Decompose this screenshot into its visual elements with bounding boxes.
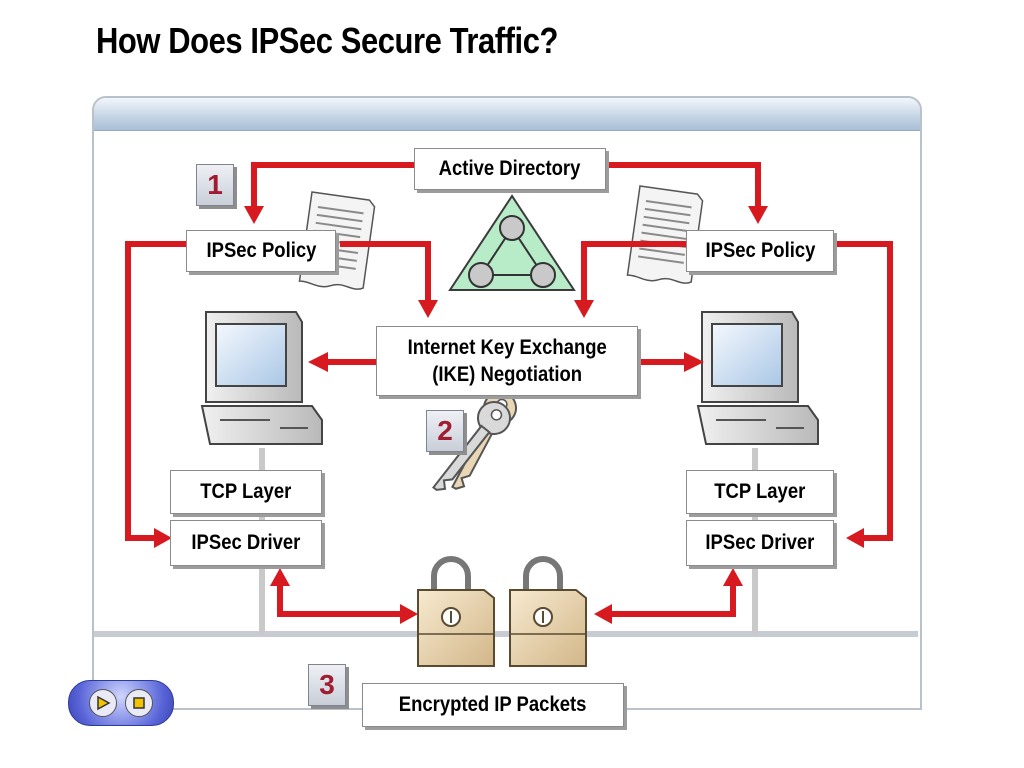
slide-title: How Does IPSec Secure Traffic?	[96, 20, 558, 61]
stop-button[interactable]	[125, 689, 153, 717]
ipsec-policy-left-box: IPSec Policy	[186, 230, 336, 272]
arrow-ad-to-left-policy	[251, 162, 414, 212]
play-icon	[97, 695, 111, 711]
ipsec-policy-right-box: IPSec Policy	[686, 230, 834, 272]
ipsec-policy-right-label: IPSec Policy	[705, 239, 815, 263]
arrow-right-policy-to-ike	[581, 241, 686, 306]
ike-line2: (IKE) Negotiation	[432, 363, 582, 386]
tcp-layer-left-label: TCP Layer	[200, 480, 292, 504]
tcp-layer-right-box: TCP Layer	[686, 470, 834, 514]
padlock-icon	[417, 556, 495, 667]
arrow-left-policy-to-ike	[340, 241, 431, 306]
step-3-badge: 3	[308, 664, 346, 706]
active-directory-label: Active Directory	[439, 157, 581, 181]
tcp-layer-left-box: TCP Layer	[170, 470, 322, 514]
flow-arrows	[125, 162, 893, 617]
ipsec-driver-left-label: IPSec Driver	[191, 531, 301, 555]
ipsec-policy-left-label: IPSec Policy	[206, 239, 316, 263]
arrow-right-policy-to-driver	[836, 241, 893, 541]
arrow-ad-to-right-policy	[608, 162, 761, 212]
computer-icon	[200, 311, 323, 445]
panel-header-bar	[94, 98, 920, 131]
active-directory-box: Active Directory	[414, 148, 606, 190]
arrow-right-driver-to-locks	[608, 582, 736, 617]
encrypted-packets-label: Encrypted IP Packets	[399, 693, 587, 717]
ike-negotiation-box: Internet Key Exchange (IKE) Negotiation	[376, 326, 638, 396]
step-2-badge: 2	[426, 410, 464, 452]
ike-line1: Internet Key Exchange	[407, 335, 607, 359]
arrow-left-policy-to-driver	[125, 241, 186, 541]
encrypted-packets-box: Encrypted IP Packets	[362, 683, 624, 727]
ipsec-driver-right-label: IPSec Driver	[705, 531, 815, 555]
arrowheads	[154, 206, 864, 624]
step-1-badge: 1	[196, 164, 234, 206]
ipsec-driver-right-box: IPSec Driver	[686, 520, 834, 566]
play-button[interactable]	[89, 689, 117, 717]
computer-icon	[696, 311, 819, 445]
stop-icon	[133, 697, 145, 709]
directory-triangle-icon	[448, 194, 576, 291]
ipsec-driver-left-box: IPSec Driver	[170, 520, 322, 566]
padlock-icon	[509, 556, 587, 667]
tcp-layer-right-label: TCP Layer	[714, 480, 806, 504]
media-controls	[68, 680, 174, 726]
keys-icon	[432, 391, 517, 491]
arrow-left-driver-to-locks	[277, 582, 404, 617]
